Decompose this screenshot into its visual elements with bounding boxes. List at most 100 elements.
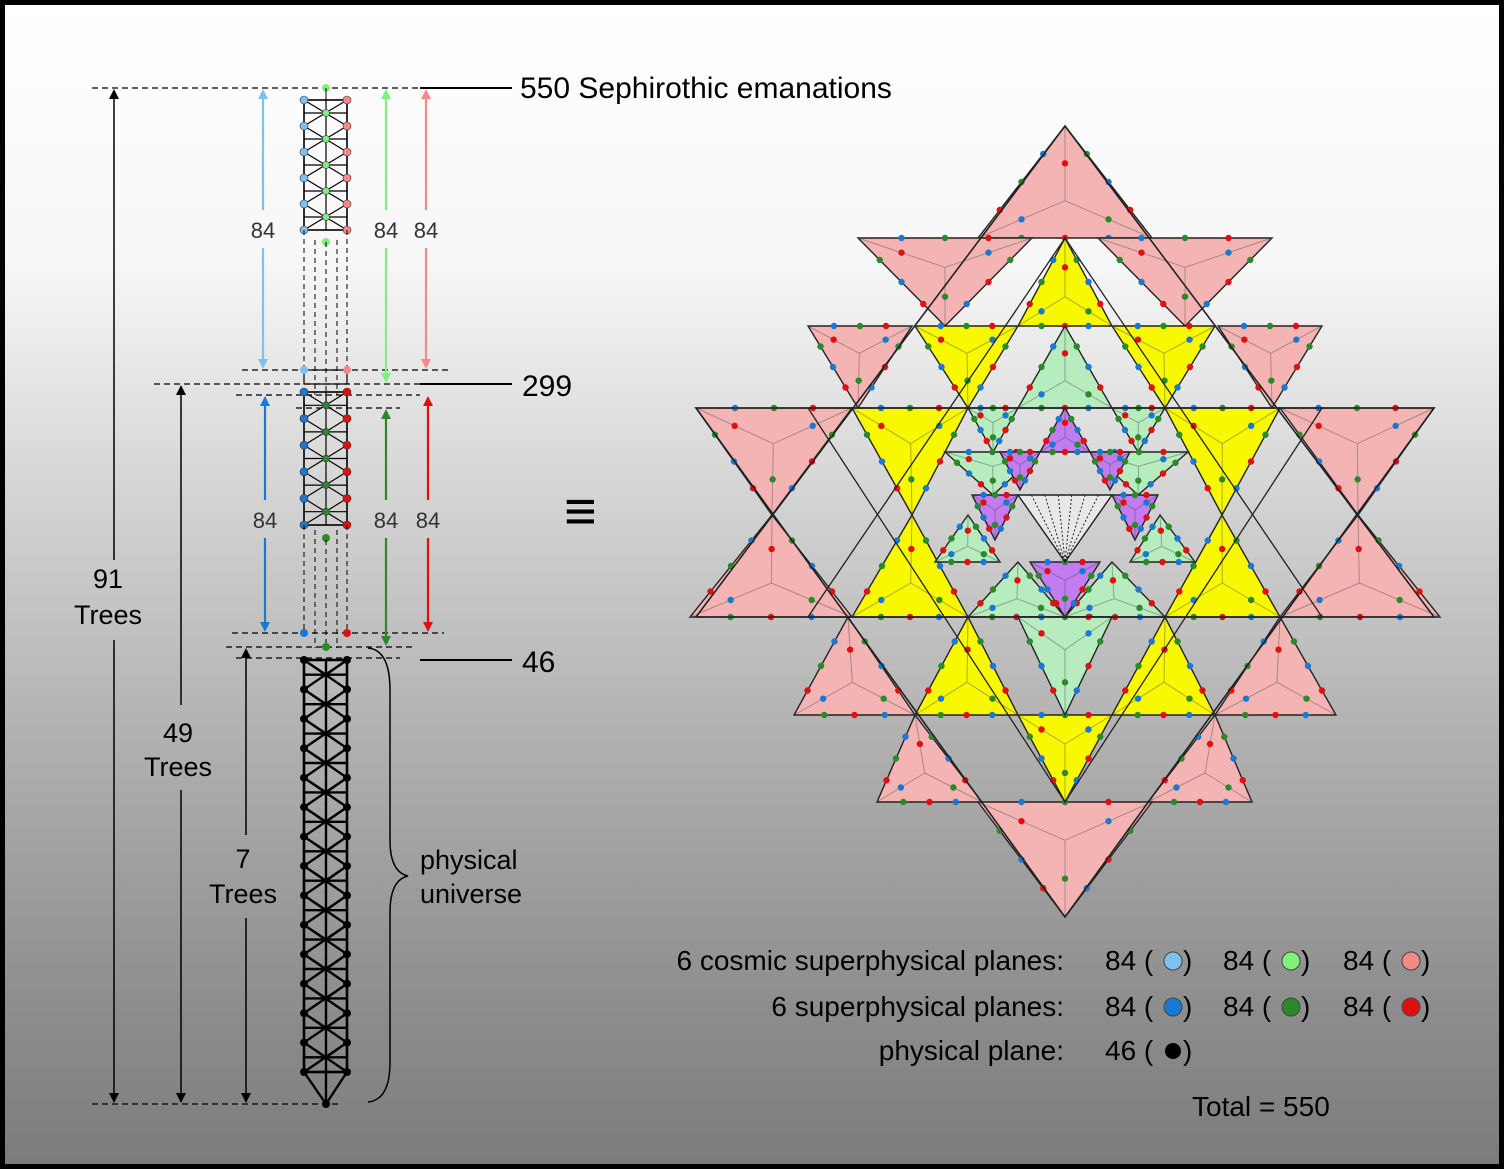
star-inner-node bbox=[1026, 455, 1034, 462]
star-node bbox=[1001, 481, 1008, 488]
star-node bbox=[900, 798, 907, 806]
star-node bbox=[831, 638, 838, 645]
star-node bbox=[1141, 437, 1148, 445]
star-inner-node bbox=[1157, 527, 1165, 534]
physical-node bbox=[343, 891, 351, 900]
physical-tree-lattice bbox=[303, 894, 348, 926]
star-node bbox=[1097, 300, 1104, 308]
star-inner-node bbox=[1049, 441, 1056, 448]
star-node bbox=[977, 481, 985, 488]
star-node bbox=[893, 485, 901, 492]
star-inner-node bbox=[1134, 434, 1142, 441]
junction-node bbox=[343, 629, 351, 637]
light-red-dot-icon bbox=[1401, 951, 1421, 971]
star-node bbox=[1186, 662, 1194, 670]
star-inner-node bbox=[989, 434, 997, 441]
star-node bbox=[1085, 322, 1092, 330]
legend-close-6: ) bbox=[1421, 991, 1430, 1022]
star-node bbox=[1085, 586, 1092, 593]
star-node bbox=[1174, 535, 1181, 542]
star-node bbox=[989, 363, 997, 371]
star-node bbox=[1135, 363, 1142, 371]
star-inner-node bbox=[964, 527, 972, 534]
star-node bbox=[1043, 437, 1050, 445]
star-inner-node bbox=[1181, 293, 1189, 300]
star-node bbox=[1159, 558, 1166, 566]
star-inner-node bbox=[1044, 567, 1051, 575]
star-inner-node bbox=[1085, 308, 1092, 315]
star-inner-node bbox=[985, 249, 992, 256]
star-inner-node bbox=[980, 499, 987, 506]
yellow-triangle bbox=[1110, 615, 1217, 716]
star-node bbox=[956, 523, 963, 530]
star-inner-node bbox=[1142, 550, 1150, 558]
central-triangle-rays bbox=[1057, 494, 1066, 563]
star-node bbox=[989, 322, 996, 330]
star-node bbox=[1160, 711, 1167, 719]
star-node bbox=[1008, 415, 1015, 423]
star-inner-node bbox=[1186, 695, 1193, 702]
star-node bbox=[1026, 467, 1034, 475]
star-node bbox=[1011, 477, 1019, 484]
star-inner-node bbox=[1175, 550, 1182, 558]
star-inner-node bbox=[1316, 596, 1323, 604]
legend-close-4: ) bbox=[1183, 991, 1192, 1022]
star-node bbox=[980, 558, 987, 566]
star-node bbox=[1038, 755, 1045, 762]
physical-node bbox=[343, 656, 351, 664]
yellow-triangle bbox=[1110, 325, 1217, 410]
star-node bbox=[863, 431, 871, 438]
physical-node bbox=[300, 714, 308, 723]
central-triangle-rays bbox=[1030, 494, 1066, 563]
dashed-level-lines bbox=[92, 87, 450, 1105]
legend-84-blue: 84 ( bbox=[1105, 991, 1154, 1022]
trees-91-word: Trees bbox=[74, 600, 142, 630]
star-node bbox=[937, 322, 944, 330]
star-inner-node bbox=[1038, 308, 1045, 315]
legend-total: Total = 550 bbox=[1192, 1091, 1330, 1122]
star-node bbox=[1135, 586, 1142, 593]
star-inner-node bbox=[980, 550, 988, 558]
star-node bbox=[1116, 467, 1124, 475]
legend-46-black: 46 ( bbox=[1105, 1035, 1154, 1066]
star-node bbox=[936, 562, 944, 570]
star-node bbox=[1239, 777, 1246, 784]
star-node bbox=[1026, 384, 1033, 391]
physical-node bbox=[300, 862, 308, 870]
physical-tree-lattice bbox=[303, 982, 348, 1015]
star-node bbox=[920, 300, 927, 308]
star-node bbox=[953, 459, 961, 466]
star-node bbox=[991, 491, 999, 499]
star-node bbox=[863, 588, 871, 595]
star-node bbox=[817, 343, 824, 350]
legend-close-7: ) bbox=[1183, 1035, 1192, 1066]
legend-84-light-red: 84 ( bbox=[1343, 945, 1392, 976]
star-inner-node bbox=[1086, 604, 1093, 612]
star-inner-node bbox=[989, 604, 996, 612]
cosmic-tree-node bbox=[322, 135, 330, 143]
junction-node bbox=[300, 629, 308, 637]
legend-row3-label: physical plane: bbox=[879, 1035, 1064, 1066]
star-node bbox=[983, 437, 990, 445]
star-node bbox=[1088, 572, 1095, 579]
star-node bbox=[1281, 384, 1288, 391]
star-node bbox=[707, 588, 714, 595]
star-node bbox=[1148, 600, 1155, 607]
star-node bbox=[1131, 491, 1139, 499]
junction-node bbox=[322, 643, 330, 651]
star-node bbox=[1306, 343, 1313, 350]
star-node bbox=[1018, 798, 1025, 806]
star-node bbox=[996, 437, 1003, 445]
star-inner-node bbox=[1038, 391, 1045, 398]
pink-triangle bbox=[806, 325, 914, 410]
star-node bbox=[1105, 178, 1112, 186]
yellow-triangle bbox=[850, 513, 970, 618]
star-node bbox=[1061, 448, 1069, 456]
star-node bbox=[1143, 514, 1150, 521]
star-inner-node bbox=[731, 422, 738, 430]
star-inner-node bbox=[941, 293, 949, 300]
star-node bbox=[1026, 733, 1033, 740]
star-node bbox=[985, 278, 992, 286]
superphysical-tree-node bbox=[342, 414, 352, 423]
star-inner-node bbox=[1038, 726, 1045, 733]
